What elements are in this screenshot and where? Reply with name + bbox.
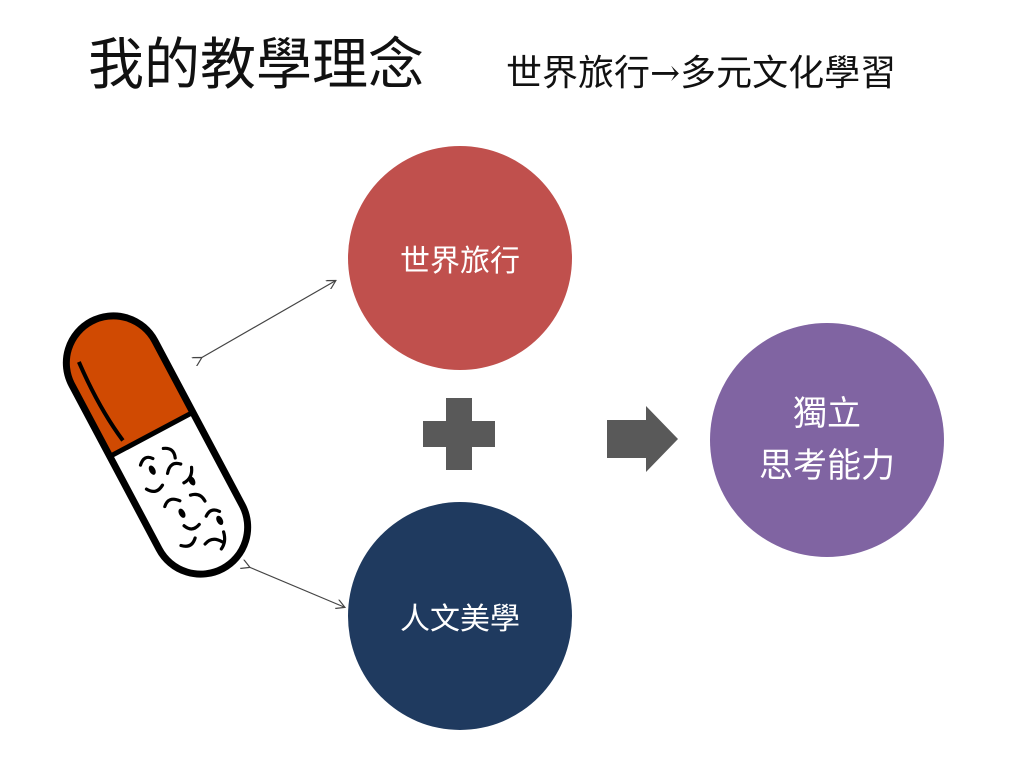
circle-humanities-aesthetics: 人文美學: [348, 502, 572, 730]
circle-world-travel: 世界旅行: [348, 146, 572, 370]
circle-humanities-aesthetics-label: 人文美學: [400, 602, 520, 637]
connector-arrow-travel: [201, 281, 335, 358]
circle-world-travel-label: 世界旅行: [400, 244, 520, 279]
circle-independent-thinking: 獨立 思考能力: [710, 323, 944, 557]
capsule-icon: [49, 299, 265, 591]
plus-icon: [423, 398, 495, 470]
circle-result-line2: 思考能力: [759, 446, 895, 486]
right-arrow-icon: [607, 406, 678, 472]
slide-title: 我的教學理念: [88, 33, 424, 98]
slide-subtitle: 世界旅行→多元文化學習: [506, 53, 897, 94]
connector-arrow-arts: [249, 567, 344, 607]
circle-result-line1: 獨立: [793, 394, 861, 434]
